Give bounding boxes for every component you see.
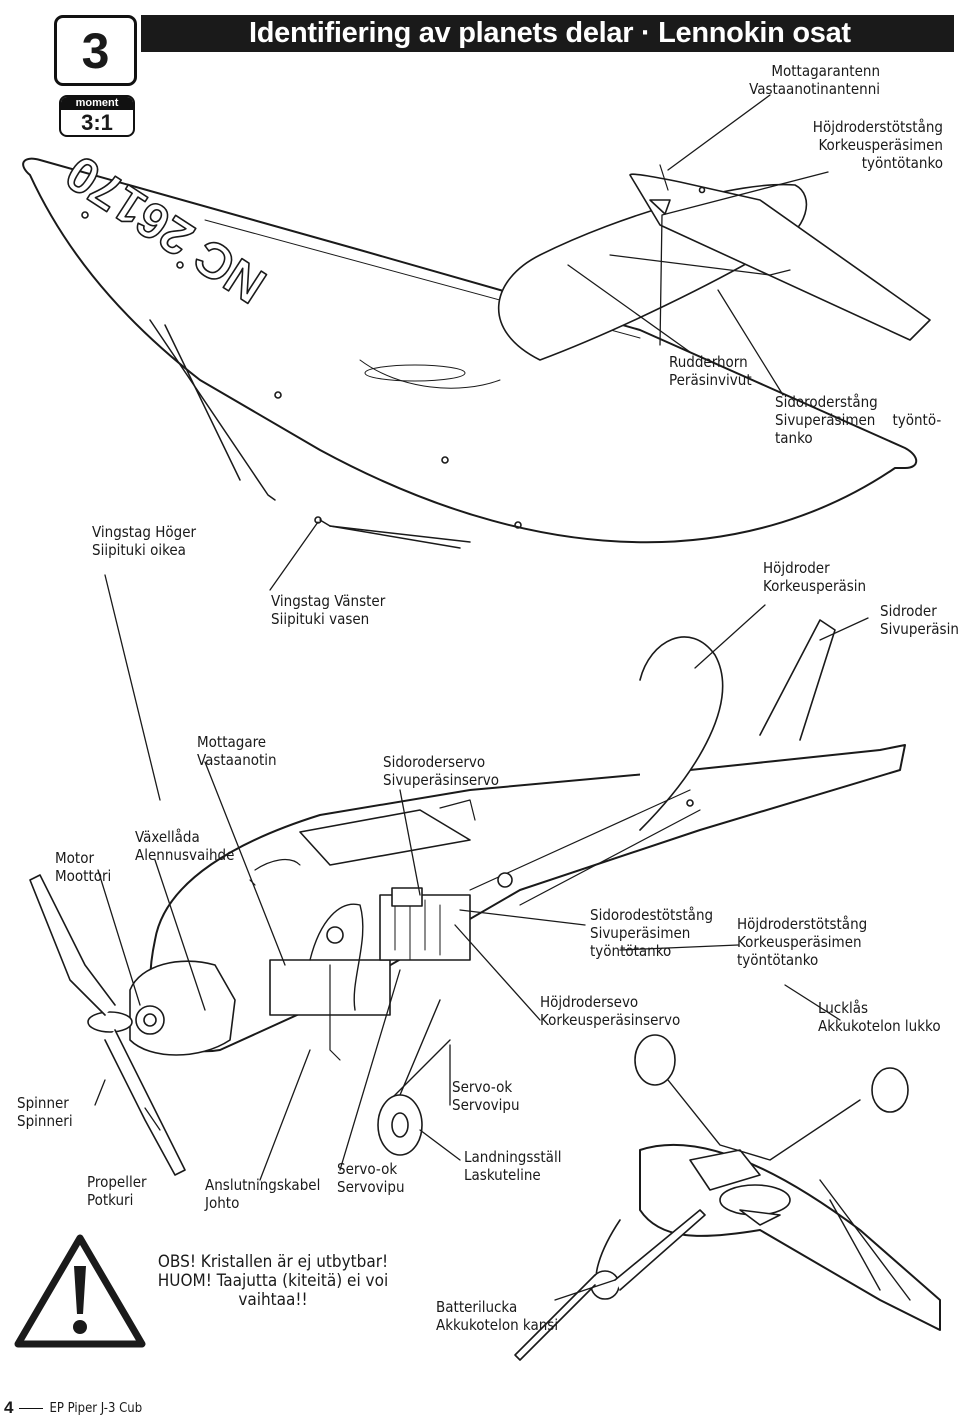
label-rudder-pushrod-tail: Sidoroderstång Sivuperäsimen työntö- tan… [775, 393, 942, 447]
label-elevator-servo: Höjdrodersevo Korkeusperäsinservo [540, 993, 681, 1029]
moment-label: moment [61, 97, 133, 110]
label-spinner: Spinner Spinneri [17, 1094, 73, 1130]
page-number: 4 [4, 1398, 14, 1417]
label-elevator-pushrod-body: Höjdroderstötstång Korkeusperäsimen työn… [737, 915, 868, 969]
step-number: 3 [81, 22, 110, 79]
label-receiver: Mottagare Vastaanotin [197, 733, 277, 769]
warning-line-1: OBS! Kristallen är ej utbytbar! [157, 1252, 389, 1272]
moment-value: 3:1 [81, 110, 113, 135]
warning-text: OBS! Kristallen är ej utbytbar! HUOM! Ta… [152, 1253, 394, 1310]
fuselage-drawing [29, 619, 906, 1176]
label-motor: Motor Moottori [55, 849, 112, 885]
footer-divider [19, 1407, 44, 1409]
label-rudder: Sidroder Sivuperäsin [880, 602, 959, 638]
label-propeller: Propeller Potkuri [87, 1173, 147, 1209]
step-number-box: 3 [54, 15, 137, 86]
label-rudder-servo: Sidoroderservo Sivuperäsinservo [383, 753, 500, 789]
label-landing-gear: Landningsställ Laskuteline [464, 1148, 562, 1184]
warning-line-2: HUOM! Taajutta (kiteitä) ei voi vaihtaa!… [157, 1271, 389, 1310]
label-battery-hatch: Batterilucka Akkukotelon kansi [436, 1298, 559, 1334]
page-title: Identifiering av planets delar · Lennoki… [249, 17, 851, 49]
page-title-bar: Identifiering av planets delar · Lennoki… [141, 15, 954, 52]
label-servo-arm-right: Servo-ok Servovipu [452, 1078, 520, 1114]
leader-lines [94, 94, 869, 1301]
warning-triangle-icon [14, 1234, 146, 1348]
label-rudder-horn: Rudderhorn Peräsinvivut [669, 353, 752, 389]
label-wing-strut-left: Vingstag Vänster Siipituki vasen [271, 592, 386, 628]
label-servo-arm-left: Servo-ok Servovipu [337, 1160, 405, 1196]
moment-badge: moment 3:1 [59, 95, 135, 137]
label-wing-strut-right: Vingstag Höger Siipituki oikea [92, 523, 197, 559]
page-footer: 4 EP Piper J-3 Cub [4, 1398, 142, 1418]
label-elevator-pushrod-tail: Höjdroderstötstång Korkeusperäsimen työn… [812, 118, 943, 172]
label-hatch-latch: Lucklås Akkukotelon lukko [818, 999, 941, 1035]
underside-drawing [514, 1034, 941, 1361]
label-elevator: Höjdroder Korkeusperäsin [763, 559, 867, 595]
label-rudder-pushrod-body: Sidorodestötstång Sivuperäsimen työntöta… [590, 906, 714, 960]
wing-drawing: NC 26170 [22, 144, 918, 549]
tail-drawing [497, 164, 931, 361]
label-receiver-antenna: Mottagarantenn Vastaanotinantenni [749, 62, 880, 98]
label-connection-cable: Anslutningskabel Johto [205, 1176, 321, 1212]
label-gearbox: Växellåda Alennusvaihde [135, 828, 235, 864]
footer-product-name: EP Piper J-3 Cub [49, 1400, 143, 1416]
